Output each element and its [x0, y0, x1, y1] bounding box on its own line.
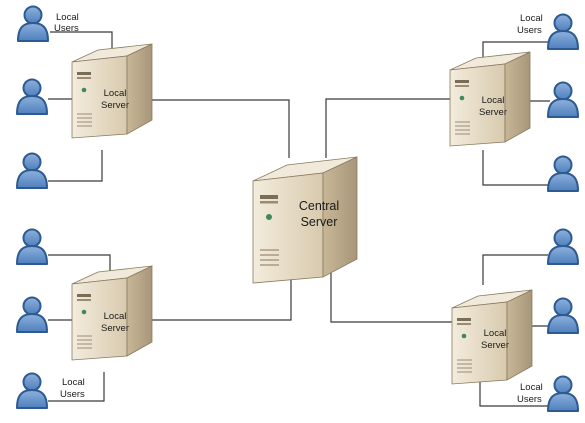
users-label-line1: Local: [56, 12, 79, 23]
server-label-line2: Server: [101, 100, 129, 111]
user-icon: [547, 375, 579, 412]
user-icon: [16, 228, 48, 265]
user-icon: [547, 81, 579, 118]
users-label-line1: Local: [520, 382, 543, 393]
link-tr-user3: [482, 150, 548, 186]
server-bottom-left: Local Server: [71, 265, 153, 361]
server-label-line1: Local: [104, 88, 127, 99]
central-label-line1: Central: [299, 199, 339, 213]
server-label-line1: Local: [482, 95, 505, 106]
users-label-line2: Users: [60, 389, 85, 400]
user-icon: [17, 5, 49, 42]
link-br-user1: [482, 254, 548, 285]
server-label-line2: Server: [481, 340, 509, 351]
users-label-top-right: Local Users: [517, 13, 543, 36]
user-icon: [16, 296, 48, 333]
users-label-line1: Local: [520, 13, 543, 24]
link-central-tl: [147, 99, 290, 158]
central-label-line2: Server: [301, 215, 338, 229]
server-label-line2: Server: [479, 107, 507, 118]
link-central-br: [330, 266, 454, 323]
users-label-line2: Users: [54, 23, 79, 34]
server-label-line1: Local: [104, 311, 127, 322]
user-icon: [16, 372, 48, 409]
connection-lines: [48, 31, 550, 407]
users-label-bottom-right: Local Users: [517, 382, 543, 405]
users-label-line2: Users: [517, 394, 542, 405]
server-bottom-right: Local Server: [451, 289, 533, 385]
link-tl-user3: [48, 150, 103, 182]
user-icon: [547, 155, 579, 192]
server-top-right: Local Server: [449, 51, 531, 147]
link-central-tr: [325, 98, 452, 158]
server-label-line2: Server: [101, 323, 129, 334]
user-icon: [16, 152, 48, 189]
link-central-bl: [147, 278, 292, 321]
users-label-line2: Users: [517, 25, 542, 36]
user-icon: [547, 297, 579, 334]
user-icon: [547, 228, 579, 265]
users-label-top-left: Local Users: [54, 12, 79, 34]
link-bl-user1: [48, 254, 111, 272]
link-tl-user1: [50, 31, 113, 48]
user-icon: [16, 78, 48, 115]
link-bl-user3: [48, 372, 105, 402]
central-server: Central Server: [252, 156, 358, 284]
server-label-line1: Local: [484, 328, 507, 339]
user-icon: [547, 13, 579, 50]
link-br-user3: [479, 380, 548, 407]
users-label-line1: Local: [62, 377, 85, 388]
server-top-left: Local Server: [71, 43, 153, 139]
link-tr-user1: [482, 41, 548, 58]
users-label-bottom-left: Local Users: [60, 377, 85, 400]
